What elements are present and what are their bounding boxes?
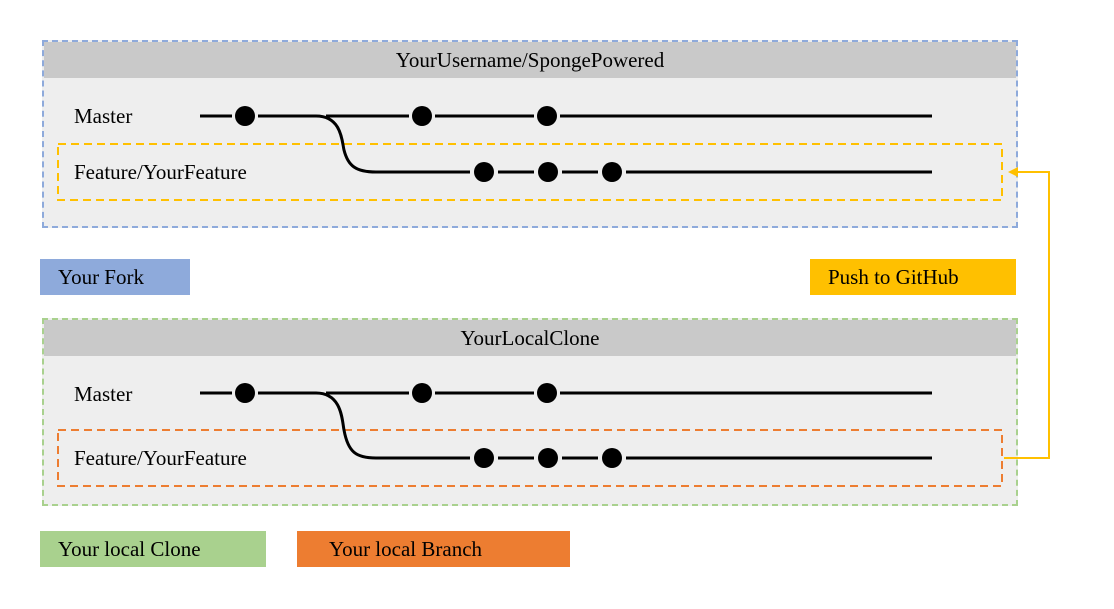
fork-master-commit-dot bbox=[412, 106, 432, 126]
local-master-commit-dot bbox=[412, 383, 432, 403]
fork-branch-curve bbox=[258, 114, 377, 174]
fork-commits bbox=[235, 106, 622, 182]
local-master-branch bbox=[200, 391, 932, 460]
local-master-label: Master bbox=[74, 382, 133, 406]
local-master-commit-dot bbox=[235, 383, 255, 403]
local-clone-panel-title: YourLocalClone bbox=[44, 320, 1016, 356]
local-branch-curve bbox=[258, 391, 377, 460]
fork-feature-label: Feature/YourFeature bbox=[74, 160, 247, 184]
fork-feature-commit-dot bbox=[602, 162, 622, 182]
local-commits bbox=[235, 383, 622, 468]
local-master-commit-dot bbox=[537, 383, 557, 403]
fork-master-commit-dot bbox=[537, 106, 557, 126]
fork-panel-title: YourUsername/SpongePowered bbox=[44, 42, 1016, 78]
fork-panel: YourUsername/SpongePowered bbox=[42, 40, 1018, 228]
local-feature-commit-dot bbox=[474, 448, 494, 468]
push-arrow-connector bbox=[1004, 167, 1050, 459]
legend-push-to-github: Push to GitHub bbox=[810, 259, 1016, 295]
fork-feature-commit-dot bbox=[474, 162, 494, 182]
legend-your-fork: Your Fork bbox=[40, 259, 190, 295]
local-feature-commit-dot bbox=[602, 448, 622, 468]
fork-master-branch bbox=[200, 114, 932, 174]
local-feature-commit-dot bbox=[538, 448, 558, 468]
fork-master-label: Master bbox=[74, 104, 133, 128]
fork-feature-commit-dot bbox=[538, 162, 558, 182]
local-feature-label: Feature/YourFeature bbox=[74, 446, 247, 470]
legend-your-local-clone: Your local Clone bbox=[40, 531, 266, 567]
local-clone-panel: YourLocalClone bbox=[42, 318, 1018, 506]
legend-your-local-branch: Your local Branch bbox=[297, 531, 570, 567]
local-feature-highlight-box bbox=[57, 429, 1003, 487]
fork-master-commit-dot bbox=[235, 106, 255, 126]
fork-feature-highlight-box bbox=[57, 143, 1003, 201]
